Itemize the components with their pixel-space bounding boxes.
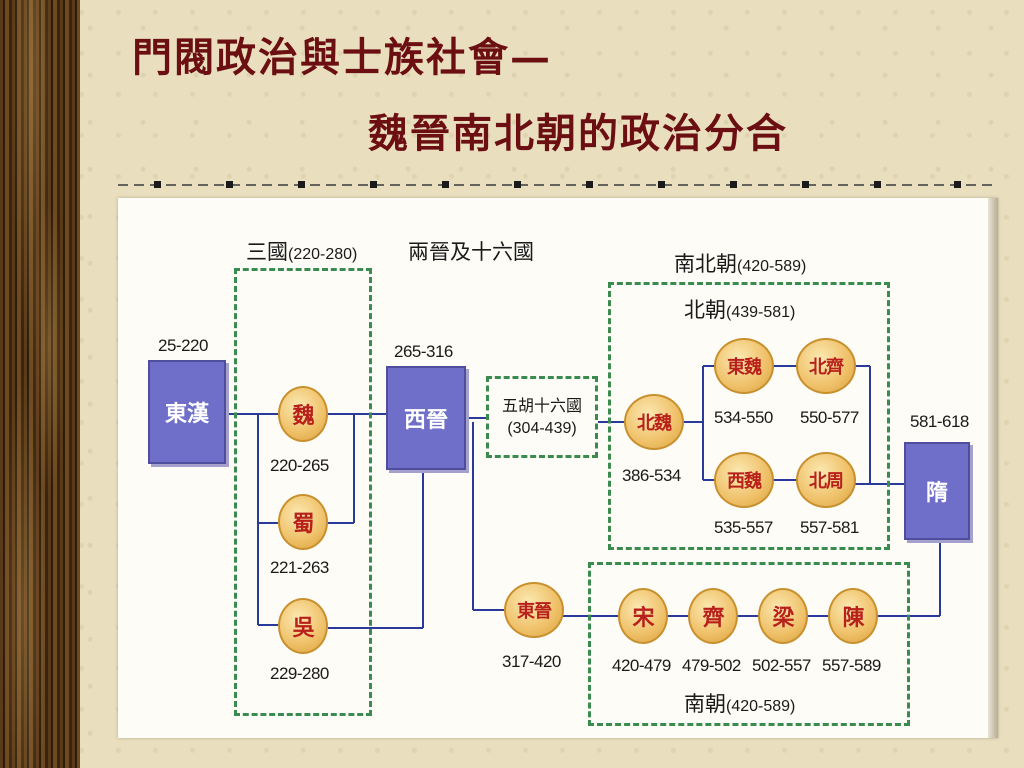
beiqi-node: 北齊: [796, 338, 856, 394]
xijin-years: 265-316: [394, 342, 453, 361]
wei-years: 220-265: [270, 456, 329, 475]
song-years: 420-479: [612, 656, 671, 675]
wuhu-years: (304-439): [507, 420, 577, 437]
liang-years: 502-557: [752, 656, 811, 675]
liangjin-group-label: 兩晉及十六國: [408, 240, 534, 264]
sanguo-group-frame: [234, 268, 372, 716]
dynasty-diagram-panel: 三國(220-280) 兩晉及十六國 南北朝(420-589) 北朝(439-5…: [118, 198, 998, 738]
beiqi-years: 550-577: [800, 408, 859, 427]
xijin-node: 西晉: [386, 366, 466, 470]
qi-node: 齊: [688, 588, 738, 644]
beizhou-years: 557-581: [800, 518, 859, 537]
slide-title-line1: 門閥政治與士族社會—: [132, 34, 552, 81]
qi-years: 479-502: [682, 656, 741, 675]
donghan-node: 東漢: [148, 360, 226, 464]
dongwei-node: 東魏: [714, 338, 774, 394]
wu-years: 229-280: [270, 664, 329, 683]
liang-node: 梁: [758, 588, 808, 644]
dongjin-years: 317-420: [502, 652, 561, 671]
dongwei-years: 534-550: [714, 408, 773, 427]
xiwei-node: 西魏: [714, 452, 774, 508]
chen-years: 557-589: [822, 656, 881, 675]
beichao-group-frame: [608, 282, 890, 550]
chen-node: 陳: [828, 588, 878, 644]
wei-node: 魏: [278, 386, 328, 442]
sanguo-group-label: 三國(220-280): [246, 240, 358, 264]
sui-node: 隋: [904, 442, 970, 540]
beizhou-node: 北周: [796, 452, 856, 508]
beiwei-node: 北魏: [624, 394, 684, 450]
title-divider: [118, 181, 994, 188]
dongjin-node: 東晉: [504, 582, 564, 638]
xiwei-years: 535-557: [714, 518, 773, 537]
decorative-wood-strip: [0, 0, 80, 768]
wuhu-name: 五胡十六國: [501, 395, 582, 415]
slide-title-line2: 魏晉南北朝的政治分合: [368, 110, 788, 157]
shu-node: 蜀: [278, 494, 328, 550]
nanchao-group-frame: [588, 562, 910, 726]
wu-node: 吳: [278, 598, 328, 654]
song-node: 宋: [618, 588, 668, 644]
shu-years: 221-263: [270, 558, 329, 577]
nanchao-group-label: 南朝(420-589): [684, 692, 796, 716]
beiwei-years: 386-534: [622, 466, 681, 485]
nanbeichao-group-label: 南北朝(420-589): [674, 248, 807, 278]
beichao-group-label: 北朝(439-581): [684, 298, 796, 322]
donghan-years: 25-220: [158, 336, 208, 355]
sui-years: 581-618: [910, 412, 969, 431]
wuhu-node: 五胡十六國 (304-439): [486, 376, 598, 458]
